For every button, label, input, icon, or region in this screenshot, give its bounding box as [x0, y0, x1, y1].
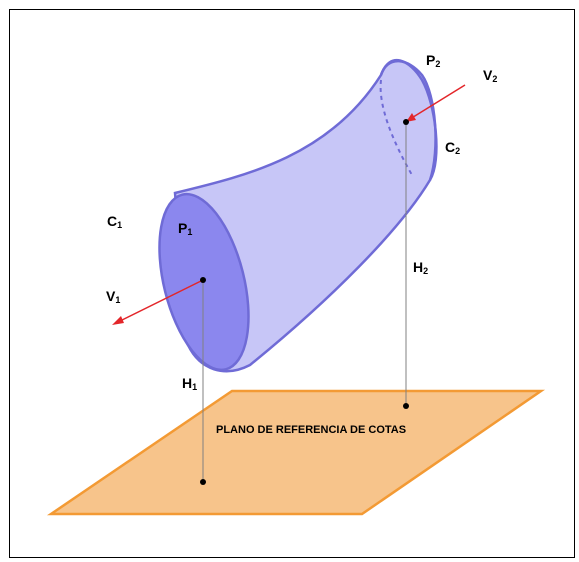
point-p2-projection: [403, 403, 409, 409]
label-h2: H2: [413, 259, 428, 276]
vector-v1: [117, 279, 204, 323]
vector-v2-arrowhead: [406, 113, 416, 122]
label-p1: P1: [178, 220, 192, 237]
point-p1-projection: [200, 479, 206, 485]
point-p1: [200, 277, 206, 283]
vector-v1-arrowhead: [112, 316, 124, 325]
reference-plane: [46, 389, 546, 516]
label-v1: V1: [106, 288, 120, 305]
section-c2-rim: [379, 58, 438, 181]
vector-v2: [409, 84, 466, 120]
label-c1: C1: [107, 213, 122, 230]
label-v2: V2: [483, 67, 497, 84]
border-frame: [9, 9, 575, 558]
label-p2: P2: [426, 52, 440, 69]
label-c2: C2: [445, 139, 460, 156]
label-reference-plane: PLANO DE REFERENCIA DE COTAS: [216, 424, 406, 436]
point-p2: [403, 119, 409, 125]
label-h1: H1: [182, 375, 197, 392]
